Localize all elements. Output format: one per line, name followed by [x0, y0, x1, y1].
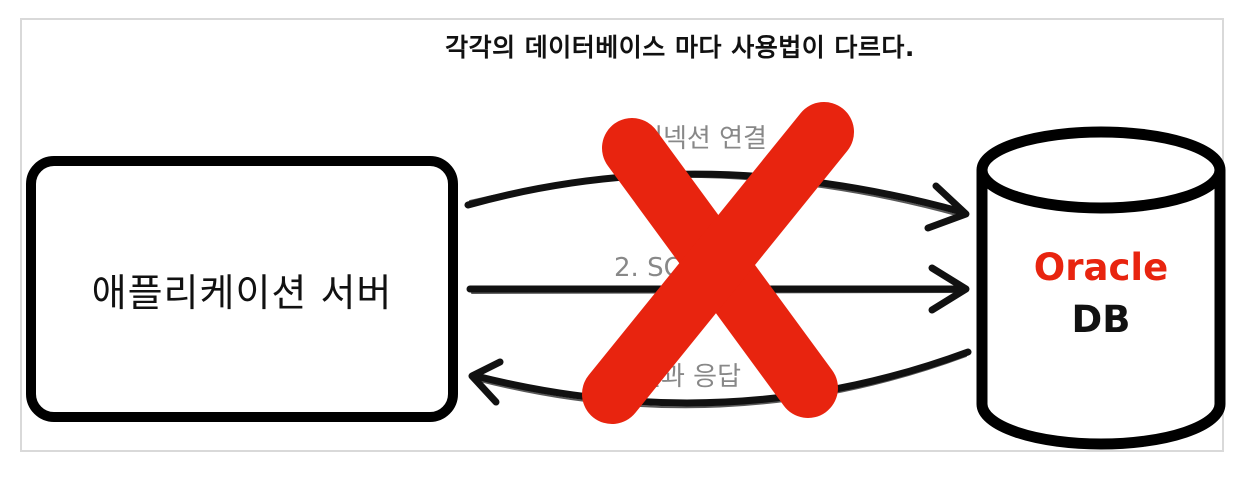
database-cylinder-icon — [976, 126, 1226, 450]
database-type: DB — [1071, 298, 1131, 341]
database-name: Oracle — [1033, 246, 1169, 289]
cross-out-icon — [582, 102, 854, 424]
arrow-connection — [464, 170, 970, 232]
application-server-box: 애플리케이션 서버 — [26, 156, 458, 422]
arrow-result — [468, 348, 972, 409]
application-server-label: 애플리케이션 서버 — [91, 270, 393, 315]
diagram-title: 각각의 데이터베이스 마다 사용법이 다르다. — [445, 33, 915, 62]
